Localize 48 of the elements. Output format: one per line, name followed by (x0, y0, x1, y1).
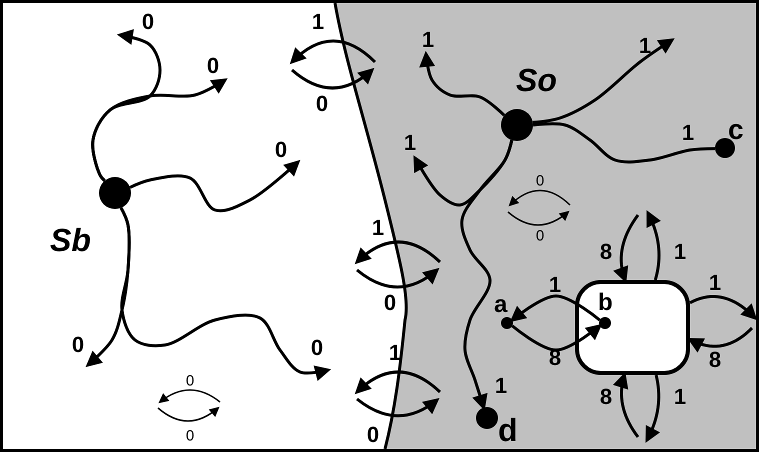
arrow (91, 78, 228, 182)
edge-label: 0 (274, 139, 288, 161)
arrow (687, 326, 754, 353)
edge-label: 8 (600, 241, 612, 263)
arrow (511, 324, 602, 352)
edge-label: 1 (708, 272, 722, 294)
edge-label: 0 (72, 334, 84, 356)
edge-label: 0 (142, 11, 154, 33)
edge-label: 8 (708, 349, 722, 371)
point-label: d (498, 414, 518, 446)
edge-label: 1 (682, 122, 694, 144)
arrow (532, 38, 675, 124)
arrow (129, 160, 300, 212)
point-label: So (516, 64, 557, 96)
point-label: c (728, 116, 744, 144)
edge-label: 1 (494, 375, 508, 397)
edge-label: 1 (404, 132, 416, 154)
arrow (689, 295, 758, 320)
rounded-box (575, 280, 690, 375)
edge-label: 1 (638, 35, 652, 57)
arrow (120, 207, 332, 381)
arrow (419, 50, 506, 116)
number-label: 0 (316, 93, 328, 115)
number-label: 0 (384, 292, 396, 314)
arrow (460, 140, 514, 411)
number-label: 0 (186, 428, 194, 444)
number-label: 1 (388, 342, 402, 364)
arrow (646, 374, 660, 443)
edge-label: 0 (206, 55, 220, 77)
edge-label: 1 (674, 386, 686, 408)
edge-label: 0 (310, 337, 324, 359)
number-label: 1 (372, 217, 384, 239)
edge-label: 8 (600, 386, 612, 408)
point-label: a (494, 293, 508, 317)
edge-label: 1 (422, 29, 434, 51)
number-label: 1 (312, 11, 324, 33)
connector-line (532, 122, 716, 164)
arrow (646, 210, 661, 280)
number-label: 0 (366, 424, 380, 446)
edge-label: 1 (674, 241, 686, 263)
arrow (510, 294, 601, 322)
point-label: b (598, 291, 613, 315)
number-label: 0 (186, 374, 194, 388)
number-label: 0 (536, 174, 544, 188)
point-label: Sb (50, 224, 91, 256)
number-label: 0 (536, 228, 544, 244)
edge-label: 1 (548, 274, 562, 296)
arrow (613, 214, 640, 283)
